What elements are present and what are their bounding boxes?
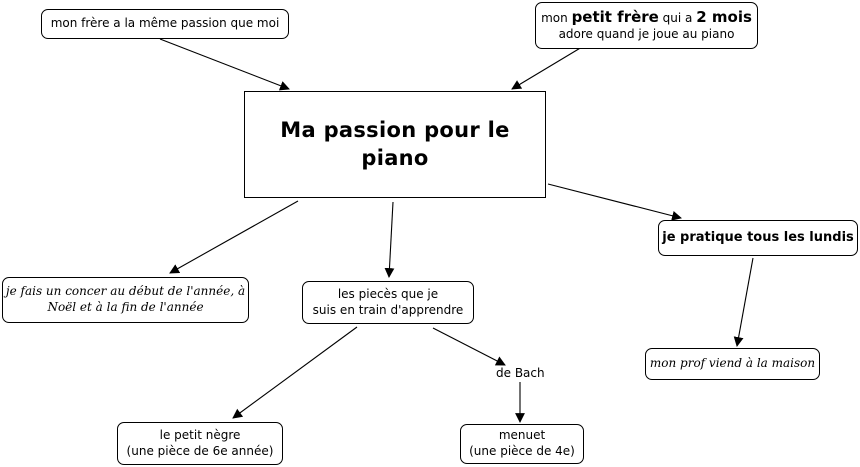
arrow-root-to-center bbox=[384, 201, 395, 278]
node-petit-negre-line1: le petit nègre bbox=[159, 427, 241, 442]
node-center-line1: les piecès que je bbox=[337, 286, 439, 301]
node-top-left-text: mon frère a la même passion que moi bbox=[50, 16, 280, 31]
node-top-right-line2: adore quand je joue au piano bbox=[558, 27, 735, 42]
arrow-root-to-right bbox=[547, 183, 682, 221]
node-top-right-emph2: 2 mois bbox=[696, 7, 752, 26]
label-de-bach: de Bach bbox=[494, 366, 547, 380]
node-left: je fais un concer au début de l'année, à… bbox=[2, 277, 249, 323]
arrow-topleft-to-root bbox=[159, 38, 290, 91]
node-center: les piecès que je suis en train d'appren… bbox=[302, 281, 474, 324]
arrow-root-to-left bbox=[169, 200, 299, 274]
node-prof: mon prof viend à la maison bbox=[645, 348, 820, 380]
node-prof-text: mon prof viend à la maison bbox=[649, 356, 816, 371]
node-menuet-line1: menuet bbox=[498, 428, 546, 443]
arrow-topright-to-root bbox=[511, 46, 583, 90]
arrow-right-to-prof bbox=[733, 257, 754, 347]
root-title: Ma passion pour le piano bbox=[280, 118, 510, 170]
node-right: je pratique tous les lundis bbox=[658, 220, 858, 256]
node-petit-negre: le petit nègre (une pièce de 6e année) bbox=[117, 422, 283, 465]
node-menuet: menuet (une pièce de 4e) bbox=[460, 424, 584, 464]
node-center-line2: suis en train d'apprendre bbox=[312, 302, 464, 317]
root-node: Ma passion pour le piano bbox=[244, 91, 546, 198]
node-top-right-line1: mon petit frère qui a 2 mois bbox=[541, 7, 752, 26]
node-menuet-line2: (une pièce de 4e) bbox=[469, 444, 575, 458]
node-left-line1: je fais un concer au début de l'année, à bbox=[5, 284, 246, 299]
node-left-line2: Noël et à la fin de l'année bbox=[47, 300, 204, 314]
node-top-right: mon petit frère qui a 2 mois adore quand… bbox=[535, 2, 758, 49]
arrow-center-to-petit bbox=[232, 326, 358, 419]
arrow-center-to-bach bbox=[432, 327, 506, 366]
node-petit-negre-line2: (une pièce de 6e année) bbox=[126, 443, 274, 458]
node-top-right-emph1: petit frère bbox=[571, 7, 659, 26]
node-top-left: mon frère a la même passion que moi bbox=[41, 9, 289, 39]
node-right-text: je pratique tous les lundis bbox=[662, 229, 854, 245]
